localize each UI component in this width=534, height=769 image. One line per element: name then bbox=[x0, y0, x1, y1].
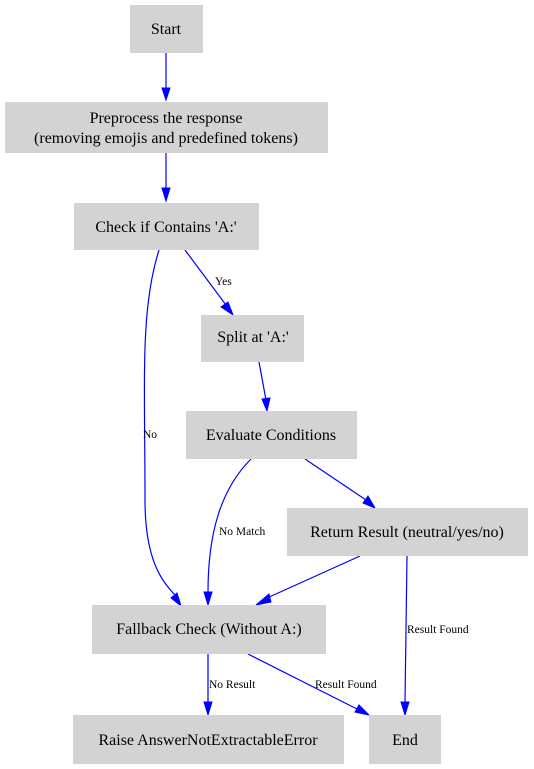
node-end-label: End bbox=[392, 732, 418, 749]
node-fallback-check-label: Fallback Check (Without A:) bbox=[116, 621, 302, 638]
edge-check-to-split: Yes bbox=[184, 249, 235, 317]
node-split: Split at 'A:' bbox=[201, 315, 304, 362]
edge-label-result-found-1: Result Found bbox=[407, 624, 469, 636]
node-check-contains-label: Check if Contains 'A:' bbox=[95, 219, 236, 236]
node-end: End bbox=[369, 715, 441, 764]
edge-fallback-to-raise: No Result bbox=[203, 654, 256, 717]
edge-label-no-match: No Match bbox=[219, 526, 266, 538]
edge-return-result-to-end: Result Found bbox=[400, 555, 469, 717]
node-raise-error-label: Raise AnswerNotExtractableError bbox=[98, 732, 318, 749]
node-raise-error: Raise AnswerNotExtractableError bbox=[73, 715, 344, 764]
edge-label-yes: Yes bbox=[215, 276, 232, 288]
edge-split-to-evaluate bbox=[258, 361, 271, 413]
node-split-label: Split at 'A:' bbox=[217, 329, 289, 346]
node-evaluate-conditions: Evaluate Conditions bbox=[186, 411, 357, 459]
node-evaluate-conditions-label: Evaluate Conditions bbox=[206, 427, 336, 444]
node-return-result: Return Result (neutral/yes/no) bbox=[287, 508, 528, 556]
node-preprocess-label-line1: Preprocess the response bbox=[90, 110, 243, 127]
node-preprocess: Preprocess the response (removing emojis… bbox=[5, 102, 328, 153]
edge-label-no-result: No Result bbox=[209, 679, 256, 691]
edge-start-to-preprocess bbox=[161, 53, 171, 102]
edge-return-result-to-fallback bbox=[255, 555, 361, 606]
node-start: Start bbox=[130, 5, 203, 53]
edge-check-to-fallback: No bbox=[143, 249, 182, 608]
edge-preprocess-to-check bbox=[161, 153, 171, 203]
edge-fallback-to-end: Result Found bbox=[247, 653, 377, 716]
node-fallback-check: Fallback Check (Without A:) bbox=[92, 605, 326, 654]
edge-label-no: No bbox=[143, 429, 157, 441]
node-start-label: Start bbox=[151, 21, 182, 38]
edge-evaluate-to-fallback: No Match bbox=[203, 458, 266, 607]
edge-evaluate-to-return-result bbox=[304, 458, 377, 510]
node-return-result-label: Return Result (neutral/yes/no) bbox=[310, 524, 504, 541]
edge-label-result-found-2: Result Found bbox=[315, 679, 377, 691]
node-preprocess-label-line2: (removing emojis and predefined tokens) bbox=[34, 130, 298, 147]
node-check-contains: Check if Contains 'A:' bbox=[74, 203, 259, 250]
